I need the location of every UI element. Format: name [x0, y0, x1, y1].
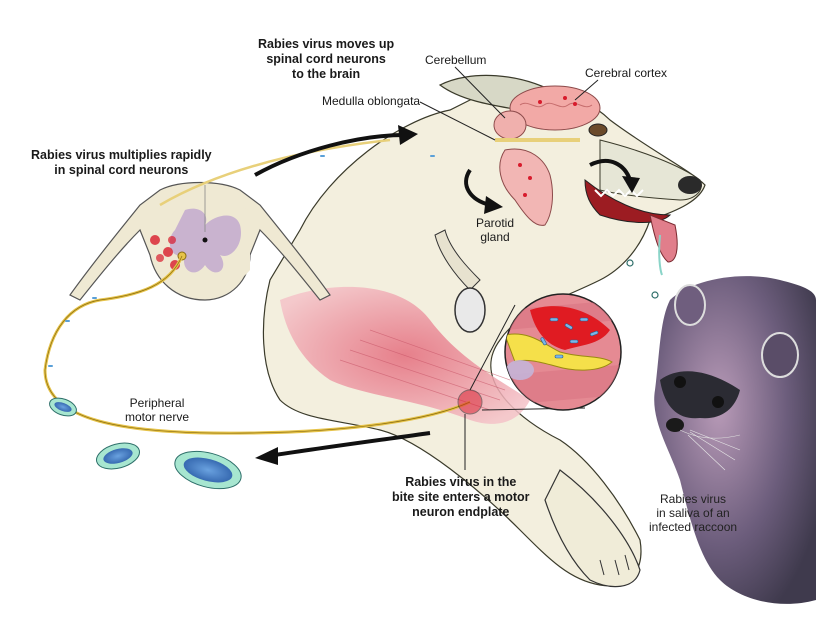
label-medulla-oblongata: Medulla oblongata [322, 94, 421, 108]
spinal-cord-section [69, 181, 331, 301]
arrows [254, 125, 640, 465]
endplate-inset [504, 293, 622, 411]
label-peripheral-motor-nerve: Peripheral motor nerve [125, 396, 190, 425]
label-bite-site: Rabies virus in the bite site enters a m… [392, 475, 530, 519]
virion-particles [48, 155, 435, 490]
leader-lines [419, 66, 599, 141]
raccoon [654, 276, 816, 604]
label-cerebral-cortex: Cerebral cortex [585, 66, 668, 80]
muscle [280, 286, 530, 424]
brain [493, 85, 601, 226]
label-cerebellum: Cerebellum [425, 53, 487, 67]
label-multiplies: Rabies virus multiplies rapidly in spina… [31, 148, 212, 177]
label-parotid-gland: Parotid gland [476, 216, 515, 245]
label-moves-up: Rabies virus moves up spinal cord neuron… [258, 37, 395, 81]
dog-body [262, 74, 706, 588]
label-raccoon-saliva: Rabies virus in saliva of an infected ra… [649, 492, 738, 535]
